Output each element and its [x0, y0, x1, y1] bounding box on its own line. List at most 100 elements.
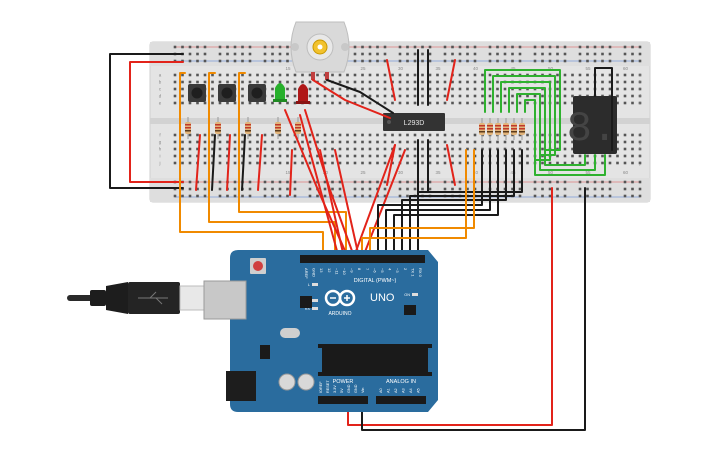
column-number: 30 [398, 170, 404, 175]
pin-label: A3 [402, 388, 406, 393]
analog-header-label: ANALOG IN [386, 379, 416, 385]
column-number: 40 [473, 170, 479, 175]
led-green[interactable] [273, 83, 287, 102]
pin-label: ~5 [380, 268, 385, 273]
dc-motor[interactable] [290, 21, 350, 80]
column-number: 50 [548, 66, 554, 71]
wire-red-diag-2 [351, 144, 396, 263]
resistors-left [185, 117, 301, 139]
row-letter: c [159, 87, 162, 92]
row-letter: f [159, 133, 161, 138]
resistor[interactable] [479, 118, 485, 140]
row-letter: e [159, 101, 162, 106]
wire-red-led-red [304, 109, 357, 263]
row-letter: j [159, 161, 161, 166]
resistor[interactable] [511, 118, 517, 140]
row-letter: h [159, 147, 162, 152]
reset-button-icon [253, 261, 263, 271]
pushbutton-1[interactable] [188, 84, 206, 102]
pin-label: GND [354, 384, 358, 393]
pin-label: ~6 [372, 268, 377, 273]
row-letter: g [639, 140, 642, 145]
seven-segment-display[interactable]: 8. [567, 96, 617, 154]
pin-label: RX 0 [418, 268, 423, 278]
resistor[interactable] [215, 117, 221, 139]
status-led [312, 283, 318, 286]
pin-label: 13 [319, 268, 324, 273]
pin-label: ~10 [342, 268, 347, 276]
column-number: 15 [285, 66, 291, 71]
resistor[interactable] [295, 117, 301, 139]
pin-label: IOREF [319, 381, 323, 393]
pin-label: A4 [409, 388, 413, 393]
row-letter: d [159, 94, 162, 99]
wire-black-rail-left [109, 53, 184, 189]
resistor[interactable] [245, 117, 251, 139]
column-number: 55 [585, 66, 591, 71]
pin-label: A5 [417, 388, 421, 393]
wire-black-digit-1 [377, 149, 483, 263]
pin-label: A2 [394, 388, 398, 393]
led-red[interactable] [296, 84, 310, 104]
pushbutton-2[interactable] [218, 84, 236, 102]
column-number: 40 [473, 66, 479, 71]
wire-black-ground [361, 187, 586, 431]
resistor[interactable] [503, 118, 509, 140]
column-number: 30 [398, 66, 404, 71]
chip-label: L293D [404, 120, 425, 127]
column-number: 25 [360, 170, 366, 175]
row-letter: a [159, 73, 162, 78]
arduino-logo-icon [324, 289, 356, 307]
wire-black-digit-4 [401, 149, 507, 263]
digital-header-label: DIGITAL (PWM~) [354, 278, 397, 284]
status-led-label: RX [305, 307, 311, 311]
row-letter: i [640, 154, 641, 159]
pin-label: TX 1 [410, 268, 415, 277]
pin-label: 7 [365, 268, 370, 271]
pin-label: ~9 [350, 268, 355, 273]
resistor[interactable] [487, 118, 493, 140]
row-letter: b [159, 80, 162, 85]
pin-label: 8 [357, 268, 362, 271]
wire-black-digit-2 [385, 149, 491, 263]
row-letter: a [639, 73, 642, 78]
pin-label: 12 [327, 268, 332, 273]
pin-label: RESET [326, 380, 330, 393]
l293d-chip[interactable]: L293D [383, 113, 445, 131]
wire-orange-1 [179, 72, 324, 263]
pin-label: A1 [387, 388, 391, 393]
wire-orange-2 [208, 72, 336, 263]
row-letter: b [639, 80, 642, 85]
status-led-label: ON [404, 293, 410, 297]
resistor[interactable] [495, 118, 501, 140]
resistors-right [479, 118, 525, 140]
row-letter: j [639, 161, 641, 166]
column-number: 55 [585, 170, 591, 175]
power-header-label: POWER [333, 379, 354, 385]
pin-label: GND [347, 384, 351, 393]
model-label: UNO [370, 292, 395, 304]
pushbutton-3[interactable] [248, 84, 266, 102]
resistor[interactable] [275, 117, 281, 139]
pin-label: 2 [403, 268, 408, 271]
status-led [312, 307, 318, 310]
column-number: 25 [360, 66, 366, 71]
column-number: 45 [510, 66, 516, 71]
pin-label: ~3 [395, 268, 400, 273]
column-number: 50 [548, 170, 554, 175]
column-number: 15 [285, 170, 291, 175]
resistor[interactable] [185, 117, 191, 139]
row-letter: h [639, 147, 642, 152]
pin-label: Vin [361, 388, 365, 393]
wire-red-diag-1 [299, 114, 341, 263]
column-number: 35 [435, 66, 441, 71]
wire-orange-right [369, 149, 475, 263]
pin-label: ~11 [334, 268, 339, 275]
wire-red-power [347, 187, 553, 426]
resistor[interactable] [519, 118, 525, 140]
pin-label: A0 [379, 388, 383, 393]
column-number: 60 [623, 66, 629, 71]
